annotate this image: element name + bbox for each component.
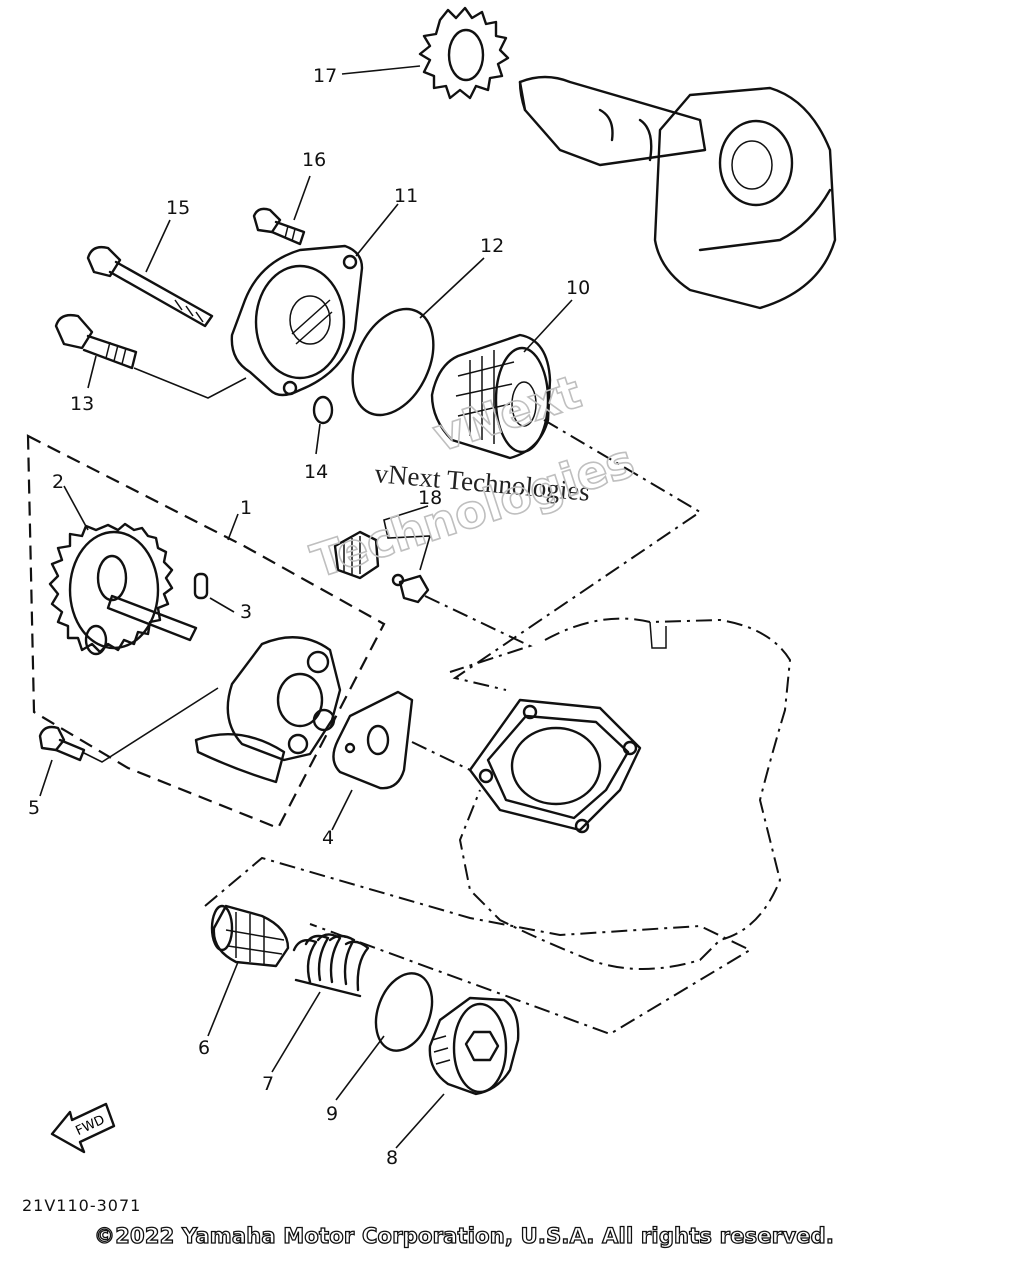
forward-direction-arrow: FWD <box>50 1102 116 1154</box>
crankcase-outline <box>458 617 792 970</box>
callout-4: 4 <box>322 827 334 849</box>
oil-pump-assembly-boundary <box>26 434 386 830</box>
callout-1: 1 <box>240 497 252 519</box>
callout-14: 14 <box>304 461 328 483</box>
gasket-plate-4 <box>332 690 414 790</box>
watermark-line-2b: Technologies <box>305 433 641 588</box>
callout-6: 6 <box>198 1037 210 1059</box>
cam-sprocket-17 <box>418 6 510 100</box>
leader-lines <box>39 65 573 1149</box>
callout-12: 12 <box>480 235 504 257</box>
callout-13: 13 <box>70 393 94 415</box>
callout-17: 17 <box>313 65 337 87</box>
assembly-lines <box>204 419 753 1036</box>
callout-16: 16 <box>302 149 326 171</box>
callout-7: 7 <box>262 1073 274 1095</box>
dowel-pin-3 <box>193 572 209 600</box>
callout-11: 11 <box>394 185 418 207</box>
part-18 <box>333 530 430 604</box>
callout-10: 10 <box>566 277 590 299</box>
callout-9: 9 <box>326 1103 338 1125</box>
callout-2: 2 <box>52 471 64 493</box>
bolt-13 <box>54 313 138 370</box>
o-ring-12 <box>351 307 435 417</box>
callout-18: 18 <box>418 487 442 509</box>
bolt-16 <box>252 207 306 246</box>
part-callouts: 17 16 15 11 12 10 13 14 18 1 2 3 5 4 6 7… <box>28 65 590 1169</box>
callout-5: 5 <box>28 797 40 819</box>
oil-pump-body <box>194 636 342 784</box>
drain-plug-8 <box>428 996 520 1096</box>
filter-cover-11 <box>230 244 364 397</box>
o-ring-9 <box>374 972 434 1052</box>
oil-filter-element-10 <box>430 333 552 460</box>
callout-8: 8 <box>386 1147 398 1169</box>
callout-3: 3 <box>240 601 252 623</box>
spring-7 <box>292 933 370 998</box>
o-ring-14 <box>312 395 334 425</box>
bolt-15 <box>86 245 214 328</box>
catalog-code: 21V110-3071 <box>22 1196 142 1215</box>
oil-strainer-6 <box>210 904 290 968</box>
pump-drive-gear-2 <box>48 522 198 656</box>
callout-15: 15 <box>166 197 190 219</box>
camshaft-assembly-outline <box>518 75 837 310</box>
watermark-line-2a: vNext <box>427 364 588 462</box>
screw-5 <box>38 725 86 762</box>
copyright-notice: ©2022 Yamaha Motor Corporation, U.S.A. A… <box>93 1223 835 1248</box>
